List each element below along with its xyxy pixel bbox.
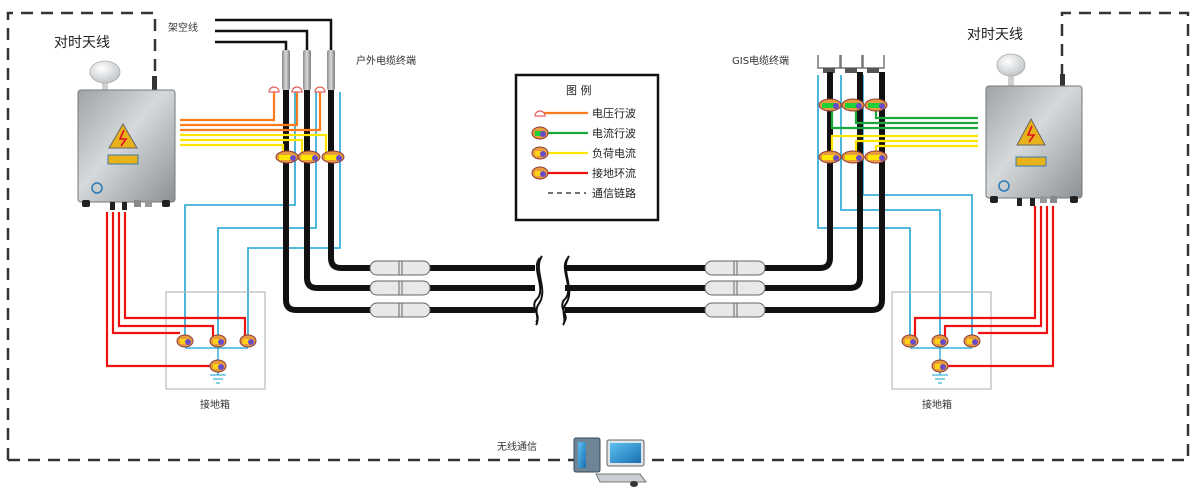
ground-sensor-icon [931,359,949,373]
cabinet-connectors [82,200,170,210]
ground-sensor-icon [239,334,257,348]
cabinet-connectors [990,196,1078,206]
cable-joint [369,302,431,318]
brand-logo-icon [91,182,103,194]
ground-sensor-icon [531,166,549,180]
legend-label: 电流行波 [592,126,636,140]
current-sensor-icon [864,98,888,112]
cable-break-mark [535,255,571,326]
legend-title: 图 例 [566,83,592,97]
grounding-box-left[interactable]: 接地箱 [165,291,266,411]
nameplate [107,154,139,165]
grounding-box-label-right: 接地箱 [922,398,952,411]
current-sensor-icon [841,98,865,112]
legend-label: 通信链路 [592,186,636,200]
voltage-sensor-icon [314,86,326,93]
load-sensor-icon [321,150,345,164]
communication-link [6,11,1190,462]
gis-termination-label: GIS电缆终端 [732,54,789,67]
cable-joint [369,260,431,276]
ground-sensor-icon [209,334,227,348]
gps-antenna-icon [996,53,1026,86]
legend-item: 通信链路 [548,186,636,200]
computer-icon[interactable] [573,437,647,487]
load-wires-left [180,133,328,152]
legend-label: 负荷电流 [592,146,636,160]
current-sensor-icon [818,98,842,112]
sensors [176,86,981,373]
brand-logo-icon [998,180,1010,192]
ground-sensor-icon [963,334,981,348]
cable-joint [369,280,431,296]
load-sensor-icon [531,146,549,160]
ground-symbol-icon [210,374,226,384]
cable-joints [369,260,766,318]
ground-sensor-icon [931,334,949,348]
current-sensor-icon [531,126,549,140]
monitor-unit-right[interactable]: 对时天线 [967,27,1083,206]
warning-triangle-icon [1016,117,1046,146]
grounding-box-right[interactable]: 接地箱 [891,291,992,411]
overhead-line-label: 架空线 [168,21,198,34]
warning-triangle-icon [108,123,138,149]
monitor-unit-left[interactable]: 对时天线 [54,35,176,210]
outdoor-termination-label: 户外电缆终端 [356,54,416,67]
legend-label: 接地环流 [592,166,636,180]
antenna-stub [1060,74,1065,88]
nameplate [1015,156,1047,167]
break-gap [541,255,561,325]
shield-wires-right [817,75,973,340]
load-wires-right [830,134,978,152]
voltage-sensor-icon [291,86,303,93]
grounding-box-label-left: 接地箱 [200,398,230,411]
overhead-lines [215,18,333,50]
cable-joint [704,302,766,318]
legend-item: 接地环流 [531,166,636,180]
ground-symbol-icon [932,374,948,384]
gps-antenna-icon [89,60,121,90]
ground-sensor-icon [176,334,194,348]
antenna-label-left: 对时天线 [54,35,110,51]
voltage-sensor-icon [268,86,280,93]
ground-sensor-icon [209,359,227,373]
ground-sensor-icon [901,334,919,348]
voltage-sensor-icon [534,110,546,117]
load-sensor-icon [841,150,865,164]
legend-item: 负荷电流 [531,146,636,160]
ground-circulation-wires-right [913,206,1055,368]
outdoor-terminations [282,50,335,90]
voltage-wires-left [180,92,322,132]
power-cables [283,72,885,313]
antenna-label-right: 对时天线 [967,27,1023,43]
load-sensor-icon [297,150,321,164]
cable-joint [704,280,766,296]
legend-item: 电流行波 [531,126,636,140]
gis-terminations [817,55,885,73]
load-sensor-icon [864,150,888,164]
load-sensor-icon [275,150,299,164]
legend-item: 电压行波 [534,107,636,120]
legend-label: 电压行波 [592,107,636,120]
cable-joint [704,260,766,276]
load-sensor-icon [818,150,842,164]
antenna-stub [152,76,157,90]
wireless-label: 无线通信 [497,440,537,453]
ground-circulation-wires-left [105,212,247,368]
